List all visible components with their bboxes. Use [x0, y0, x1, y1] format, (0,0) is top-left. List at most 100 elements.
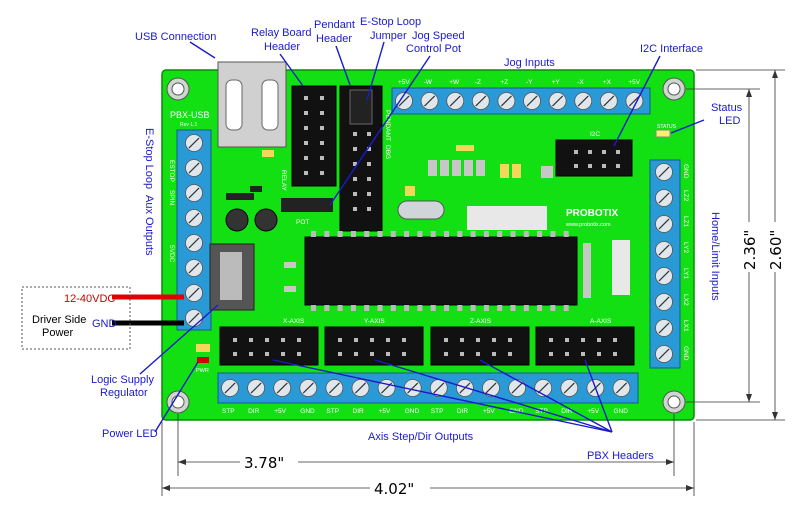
chip-pin: [497, 305, 503, 311]
header-pin: [549, 338, 553, 342]
header-pin: [602, 164, 606, 168]
header-pin: [602, 150, 606, 154]
left-terminal-block: [176, 129, 212, 331]
silk-estop: ESTOP: [168, 160, 175, 182]
electrolytic-capacitors: [225, 208, 278, 232]
header-pin: [367, 177, 371, 181]
i2c-header: [555, 139, 633, 177]
board-name: PBX-USB: [170, 110, 210, 120]
label-logic-regulator-1: Logic Supply: [91, 374, 154, 386]
crystal: [397, 200, 445, 220]
label-power-led: Power LED: [102, 428, 158, 440]
chip-pin: [483, 231, 489, 237]
dim-width-holes: 3.78": [244, 454, 284, 472]
header-pin: [508, 352, 512, 356]
terminal-screw: [655, 241, 673, 259]
label-relay-header-2: Header: [264, 41, 300, 53]
header-pin: [460, 338, 464, 342]
step-pin-label: +5V: [483, 408, 495, 415]
header-pin: [233, 352, 237, 356]
terminal-screw: [185, 259, 203, 277]
step-pin-label: DIR: [248, 408, 260, 415]
chip-pin: [417, 231, 423, 237]
terminal-screw: [185, 209, 203, 227]
header-pin: [402, 338, 406, 342]
header-pin: [304, 171, 308, 175]
header-pin: [597, 338, 601, 342]
label-driver-power-2: Power: [42, 327, 74, 339]
label-estop-jumper-2: Jumper: [370, 30, 407, 42]
chip-pin: [457, 231, 463, 237]
label-usb-connection: USB Connection: [135, 31, 216, 43]
brand-website: www.probotix.com: [565, 222, 611, 228]
label-jog-pot-2: Control Pot: [406, 43, 461, 55]
power-led: [196, 344, 210, 363]
header-pin: [386, 338, 390, 342]
header-pin: [320, 126, 324, 130]
label-gnd: GND: [92, 318, 117, 330]
header-pin: [353, 132, 357, 136]
chip-pin: [563, 231, 569, 237]
silk-relay: RELAY: [280, 170, 287, 191]
terminal-screw: [599, 92, 618, 110]
regulator: [209, 243, 255, 311]
header-pin: [444, 338, 448, 342]
header-pin: [338, 352, 342, 356]
silk-z-axis: Z-AXIS: [470, 318, 492, 325]
header-pin: [460, 352, 464, 356]
step-pin-label: GND: [300, 408, 315, 415]
silk-y-axis: Y-AXIS: [364, 318, 385, 325]
label-status-led-2: LED: [719, 115, 740, 127]
chip-pin: [563, 305, 569, 311]
chip-pin: [510, 231, 516, 237]
chip-pin: [324, 305, 330, 311]
step-pin-label: +5V: [274, 408, 286, 415]
chip-pin: [444, 305, 449, 311]
header-pin: [613, 338, 617, 342]
terminal-screw: [560, 379, 579, 397]
header-pin: [249, 338, 253, 342]
step-pin-label: STP: [431, 408, 444, 415]
label-jog-inputs: Jog Inputs: [504, 57, 555, 69]
header-pin: [281, 338, 285, 342]
header-pin: [574, 164, 578, 168]
chip-pin: [404, 231, 410, 237]
header-pin: [249, 352, 253, 356]
jog-pot: POT: [281, 198, 333, 226]
step-pin-label: GND: [405, 408, 420, 415]
dim-height-holes: 2.36": [741, 230, 759, 270]
dim-height-total: 2.60": [767, 230, 785, 270]
header-pin: [616, 150, 620, 154]
chip-pin: [364, 305, 370, 311]
terminal-screw: [655, 189, 673, 207]
pbx-headers: [219, 326, 635, 366]
header-pin: [508, 338, 512, 342]
chip-pin: [497, 231, 503, 237]
silk-i2c: I2C: [590, 131, 600, 138]
board-revision: Rev 1.1: [180, 122, 197, 128]
header-pin: [565, 352, 569, 356]
chip-pin: [470, 231, 476, 237]
jog-pin-label: -X: [577, 79, 584, 86]
header-pin: [304, 96, 308, 100]
home-pin-label: GND: [682, 346, 689, 361]
header-pin: [386, 352, 390, 356]
chip-pin: [377, 305, 383, 311]
label-home-limit-inputs: Home/Limit Inputs: [709, 212, 721, 301]
status-led: [655, 129, 671, 138]
home-pin-label: LY2: [682, 242, 689, 253]
header-pin: [370, 352, 374, 356]
header-pin: [574, 150, 578, 154]
label-pendant-2: Header: [316, 33, 352, 45]
header-pin: [565, 338, 569, 342]
step-pin-label: +5V: [587, 408, 599, 415]
chip-pin: [523, 305, 529, 311]
label-pendant-1: Pendant: [314, 19, 355, 31]
label-status-led-1: Status: [711, 102, 743, 114]
header-pin: [476, 338, 480, 342]
chip-pin: [324, 231, 330, 237]
terminal-screw: [185, 234, 203, 252]
chip-pin: [311, 305, 316, 311]
jog-pin-label: +5V: [398, 79, 410, 86]
